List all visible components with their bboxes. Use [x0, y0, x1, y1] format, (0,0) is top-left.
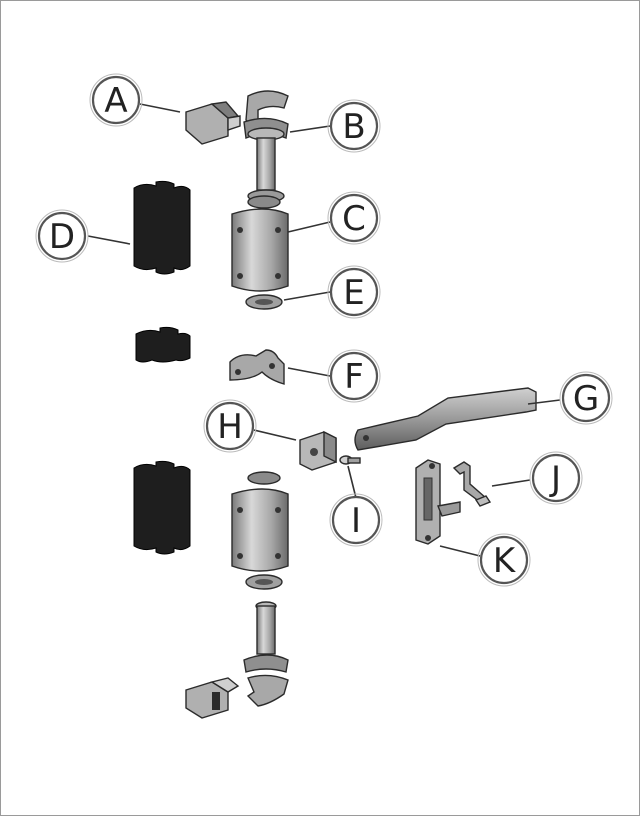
- rubber-sleeve-part-lower: [133, 460, 191, 555]
- leader-e: [283, 291, 331, 301]
- leader-k: [439, 545, 481, 557]
- svg-text:H: H: [217, 407, 243, 447]
- leader-h: [253, 429, 297, 441]
- leader-d: [87, 235, 131, 245]
- latch-bracket-part-top: [185, 101, 241, 145]
- leader-a: [139, 103, 181, 113]
- callout-f: F: [327, 349, 381, 403]
- svg-text:B: B: [342, 107, 365, 147]
- svg-text:K: K: [493, 541, 517, 581]
- svg-text:C: C: [342, 199, 366, 239]
- callout-e: E: [327, 265, 381, 319]
- svg-text:G: G: [573, 379, 599, 419]
- leader-lines: [87, 103, 561, 557]
- hinge-body-part-upper: [231, 195, 289, 292]
- leader-i: [347, 465, 357, 499]
- pin-part: [339, 455, 361, 465]
- rod-guide-part: [299, 430, 337, 471]
- rubber-sleeve-part-upper: [133, 180, 191, 275]
- leader-g: [527, 399, 561, 405]
- svg-text:E: E: [343, 273, 364, 313]
- leader-j: [491, 479, 531, 487]
- callout-b: B: [327, 99, 381, 153]
- callout-a: A: [89, 73, 143, 127]
- callout-c: C: [327, 191, 381, 245]
- handle-bracket-part: [452, 461, 492, 507]
- callout-k: K: [477, 533, 531, 587]
- callout-d: D: [35, 209, 89, 263]
- leader-f: [287, 367, 331, 377]
- svg-text:F: F: [344, 357, 364, 397]
- svg-text:I: I: [351, 501, 361, 541]
- washer-hole: [255, 299, 273, 305]
- leader-c: [287, 221, 331, 233]
- latch-bracket-part-bottom: [185, 677, 240, 719]
- svg-text:A: A: [104, 81, 127, 121]
- hook-catch-part-lower: [243, 601, 289, 707]
- clamp-bracket-part: [229, 349, 285, 385]
- keeper-plate-part: [415, 459, 461, 545]
- lock-rod-part: [354, 387, 537, 451]
- svg-text:J: J: [549, 459, 561, 499]
- washer-hole-lower: [255, 579, 273, 585]
- callout-h: H: [203, 399, 257, 453]
- hook-catch-part: [243, 90, 289, 203]
- callout-g: G: [559, 371, 613, 425]
- hinge-body-part-lower: [231, 471, 289, 572]
- rubber-clip-part: [135, 326, 191, 363]
- callout-j: J: [529, 451, 583, 505]
- callout-i: I: [329, 493, 383, 547]
- leader-b: [289, 125, 331, 133]
- svg-text:D: D: [49, 217, 75, 257]
